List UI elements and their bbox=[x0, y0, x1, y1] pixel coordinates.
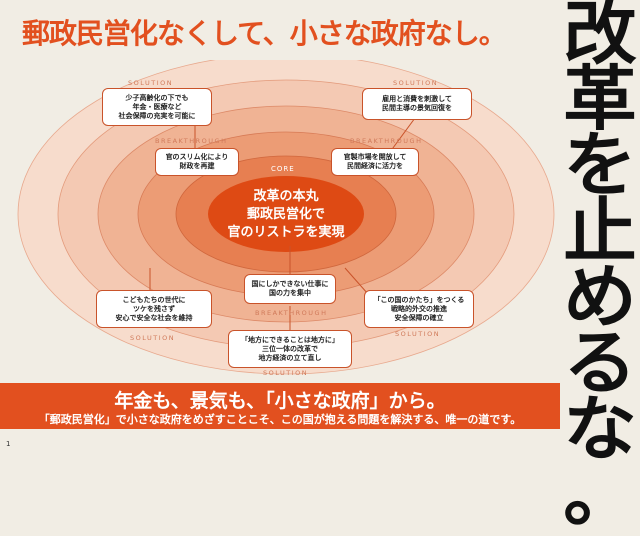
band-main-slogan: 年金も、景気も、「小さな政府」から。 bbox=[114, 390, 446, 412]
core-label: CORE bbox=[271, 165, 295, 173]
solution-box-social-security: 少子高齢化の下でも 年金・医療など 社会保障の充実を可能に bbox=[102, 88, 212, 126]
vertical-slogan-char: 革 bbox=[563, 58, 637, 140]
vertical-slogan-char: な bbox=[563, 388, 637, 470]
slogan-band: 年金も、景気も、「小さな政府」から。 「郵政民営化」で小さな政府をめざすことこそ… bbox=[0, 383, 560, 429]
solution-box-diplomacy: 「この国のかたち」をつくる 戦略的外交の推進 安全保障の確立 bbox=[364, 290, 474, 328]
solution-box-local: 「地方にできることは地方に」 三位一体の改革で 地方経済の立て直し bbox=[228, 330, 352, 368]
vertical-slogan-char: る bbox=[563, 322, 637, 404]
band-sub-text: 「郵政民営化」で小さな政府をめざすことこそ、この国が抱える問題を解決する、唯一の… bbox=[38, 413, 522, 426]
solution-box-children: こどもたちの世代に ツケを残さず 安心で安全な社会を維持 bbox=[96, 290, 212, 328]
breakthrough-label-left: BREAKTHROUGH bbox=[155, 137, 228, 145]
breakthrough-box-national: 国にしかできない仕事に 国の力を集中 bbox=[244, 274, 336, 304]
page-number: 1 bbox=[6, 440, 11, 448]
breakthrough-label-bottom: BREAKTHROUGH bbox=[255, 309, 328, 317]
core-text: 改革の本丸 郵政民営化で 官のリストラを実現 bbox=[227, 189, 345, 240]
solution-label-bottom-right: SOLUTION bbox=[395, 330, 441, 338]
breakthrough-label-right: BREAKTHROUGH bbox=[350, 137, 423, 145]
solution-label-bottom-left: SOLUTION bbox=[130, 334, 176, 342]
vertical-slogan-char: め bbox=[563, 256, 637, 338]
solution-label-top-left: SOLUTION bbox=[128, 79, 174, 87]
vertical-slogan-char: を bbox=[563, 124, 637, 206]
solution-box-economy: 雇用と消費を刺激して 民間主導の景気回復を bbox=[362, 88, 472, 120]
solution-label-bottom: SOLUTION bbox=[263, 369, 309, 377]
vertical-slogan-char: 。 bbox=[563, 454, 637, 536]
breakthrough-box-market: 官製市場を開放して 民間経済に活力を bbox=[331, 148, 419, 176]
vertical-slogan-char: 止 bbox=[563, 190, 637, 272]
vertical-slogan-char: 改 bbox=[563, 0, 637, 74]
breakthrough-box-finance: 官のスリム化により 財政を再建 bbox=[155, 148, 239, 176]
headline: 郵政民営化なくして、小さな政府なし。 bbox=[22, 17, 507, 50]
vertical-slogan: 改革を止めるな。 bbox=[560, 0, 640, 530]
solution-label-top-right: SOLUTION bbox=[393, 79, 439, 87]
